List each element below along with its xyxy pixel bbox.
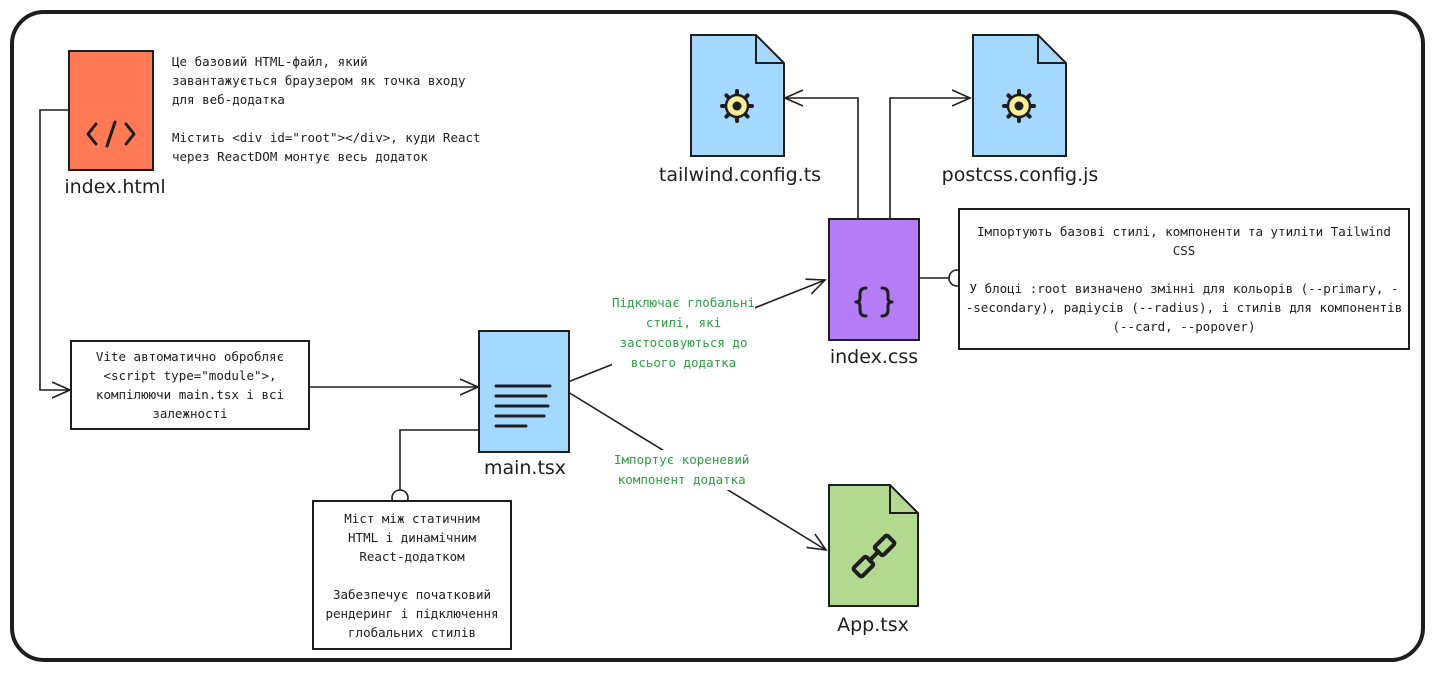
- file-postcss-config[interactable]: [972, 34, 1068, 158]
- gear-icon: [720, 89, 754, 123]
- file-name-main-tsx: main.tsx: [483, 457, 567, 479]
- file-name-index-html: index.html: [64, 176, 166, 198]
- file-main-tsx[interactable]: [478, 330, 570, 454]
- html-code-icon: [86, 120, 136, 148]
- file-tailwind-config[interactable]: [690, 34, 786, 158]
- curly-braces-icon: [854, 286, 894, 318]
- edge-css-to-tailwind: [785, 98, 859, 218]
- note-index-css: Імпортують базові стилі, компоненти та у…: [958, 208, 1410, 350]
- note-bridge: Міст між статичним HTML і динамічним Rea…: [312, 500, 512, 650]
- file-index-html[interactable]: [68, 50, 154, 172]
- edge-css-to-postcss: [889, 98, 970, 218]
- file-index-css[interactable]: [828, 218, 920, 342]
- edge-label-root-component: Імпортує кореневий компонент додатка: [614, 450, 750, 490]
- link-icon: [851, 533, 897, 579]
- file-app-tsx[interactable]: [828, 484, 920, 608]
- edge-label-global-styles: Підключає глобальні стилі, які застосову…: [612, 293, 755, 373]
- edge-html-to-vite: [39, 109, 70, 390]
- edge-bridge-to-main: [399, 429, 478, 492]
- file-name-app-tsx: App.tsx: [837, 614, 909, 636]
- note-index-html: Це базовий HTML-файл, який завантажуєтьс…: [172, 54, 481, 164]
- file-name-postcss-config: postcss.config.js: [941, 164, 1099, 186]
- gear-icon: [1002, 89, 1036, 123]
- text-lines-icon: [494, 384, 552, 428]
- file-name-index-css: index.css: [829, 346, 919, 368]
- file-name-tailwind-config: tailwind.config.ts: [658, 164, 822, 186]
- note-vite: Vite автоматично обробляє <script type="…: [70, 340, 310, 430]
